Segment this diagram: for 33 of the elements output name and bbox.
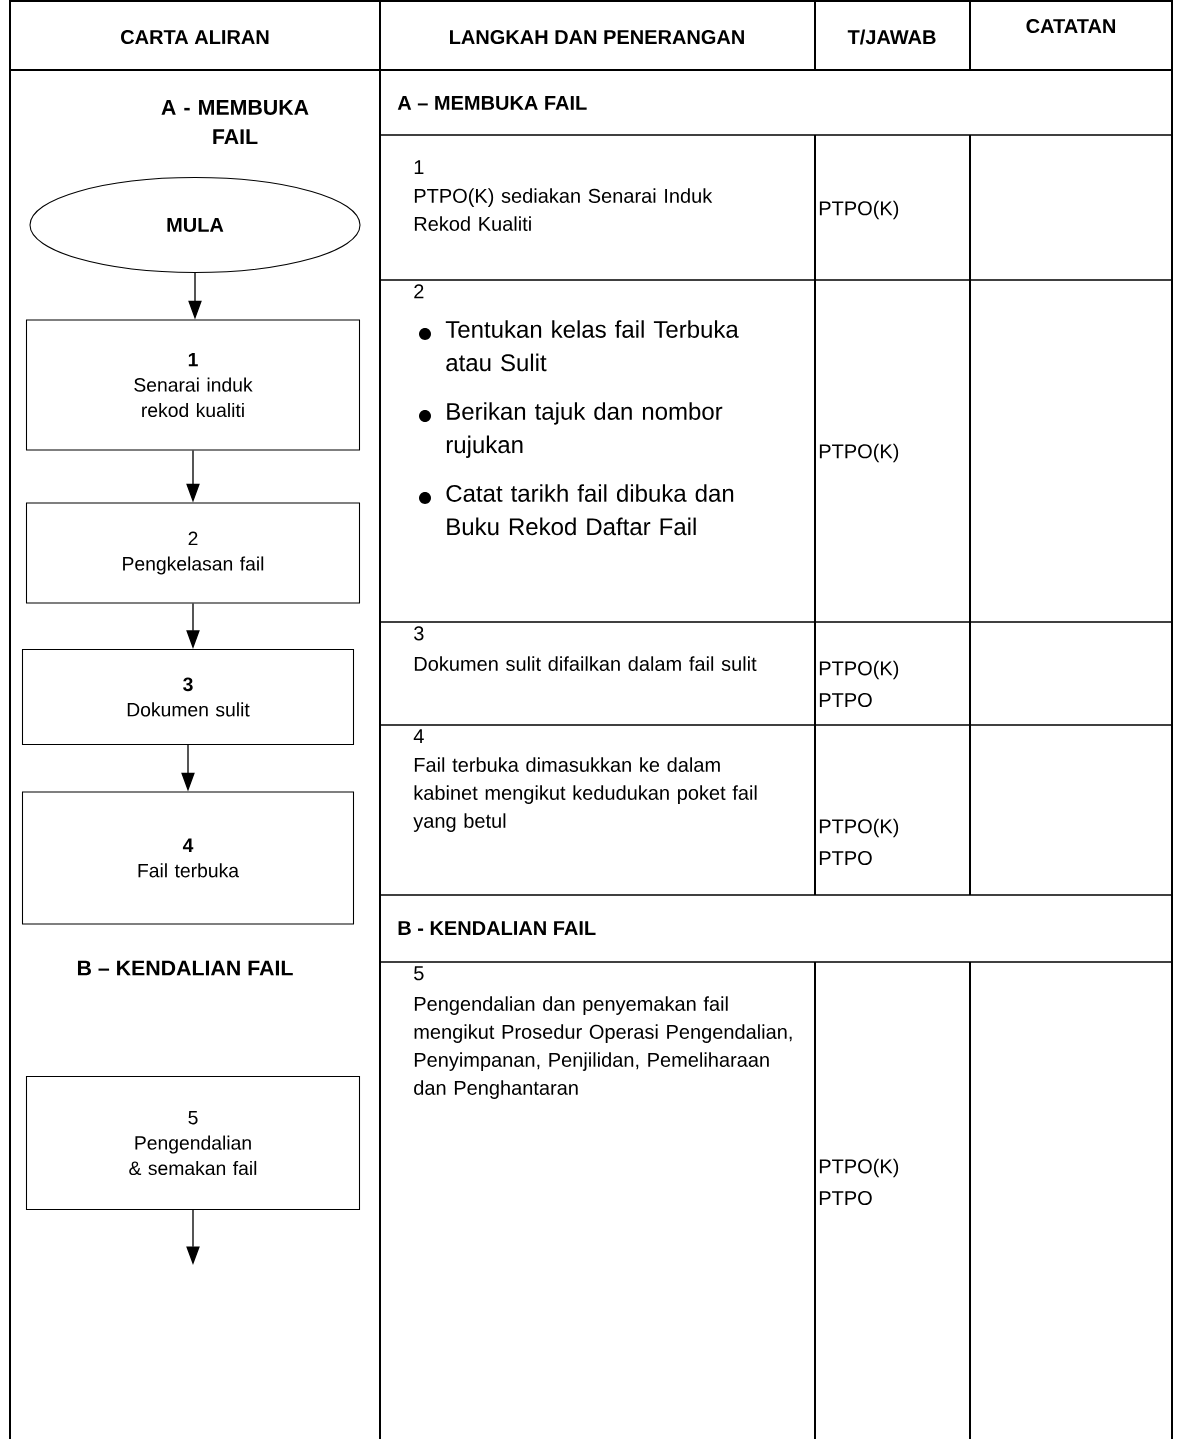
process-box: 3 Dokumen sulit <box>21 648 355 746</box>
step-number: 4 <box>413 729 424 744</box>
responsible-officer: PTPO(K) <box>819 660 899 680</box>
responsible-officer: PTPO(K) <box>819 200 899 220</box>
column-header: T/JAWAB <box>847 29 936 45</box>
section-heading: A - MEMBUKA FAIL <box>161 100 309 144</box>
responsible-officer: PTPO <box>819 692 872 708</box>
responsible-officer: PTPO(K) <box>819 443 899 463</box>
column-header: CATATAN <box>1026 18 1115 34</box>
step-number: 3 <box>414 626 424 641</box>
step-description: Dokumen sulit difailkan dalam fail sulit <box>414 656 757 671</box>
responsible-officer: PTPO <box>819 1190 872 1206</box>
step-description: PTPO(K) sediakan Senarai Induk Rekod Kualiti <box>414 188 713 231</box>
step-number: 5 <box>414 966 424 981</box>
bullet-item: Catat tarikh fail dibuka dan Buku Rekod Daftar Fail <box>419 484 734 536</box>
process-box: 4 Fail terbuka <box>21 791 355 925</box>
bullet-item: Tentukan kelas fail Terbuka atau Sulit <box>419 320 739 372</box>
responsible-officer: PTPO(K) <box>819 1158 899 1178</box>
section-heading: B - KENDALIAN FAIL <box>398 921 596 935</box>
process-box: 5 Pengendalian & semakan fail <box>25 1075 361 1211</box>
step-description: Fail terbuka dimasukkan ke dalam kabinet mengikut kedudukan poket fail yang betul <box>413 757 757 832</box>
column-header: CARTA ALIRAN <box>121 29 269 45</box>
column-header: LANGKAH DAN PENERANGAN <box>450 29 744 45</box>
process-box: 1 Senarai induk rekod kualiti <box>25 319 361 451</box>
process-box: 2 Pengkelasan fail <box>25 502 361 604</box>
section-heading: A – MEMBUKA FAIL <box>397 96 587 110</box>
bullet-item: Berikan tajuk dan nombor rujukan <box>419 402 723 458</box>
step-number: 1 <box>414 160 424 175</box>
responsible-officer: PTPO <box>819 850 872 866</box>
step-description: Pengendalian dan penyemakan fail mengikut Prosedur Operasi Pengendalian, Penyimpanan, Penjilidan, Pemeliharaan dan Penghantaran <box>414 996 792 1099</box>
responsible-officer: PTPO(K) <box>819 818 899 838</box>
step-number: 2 <box>414 284 424 299</box>
section-heading: B – KENDALIAN FAIL <box>77 960 293 976</box>
